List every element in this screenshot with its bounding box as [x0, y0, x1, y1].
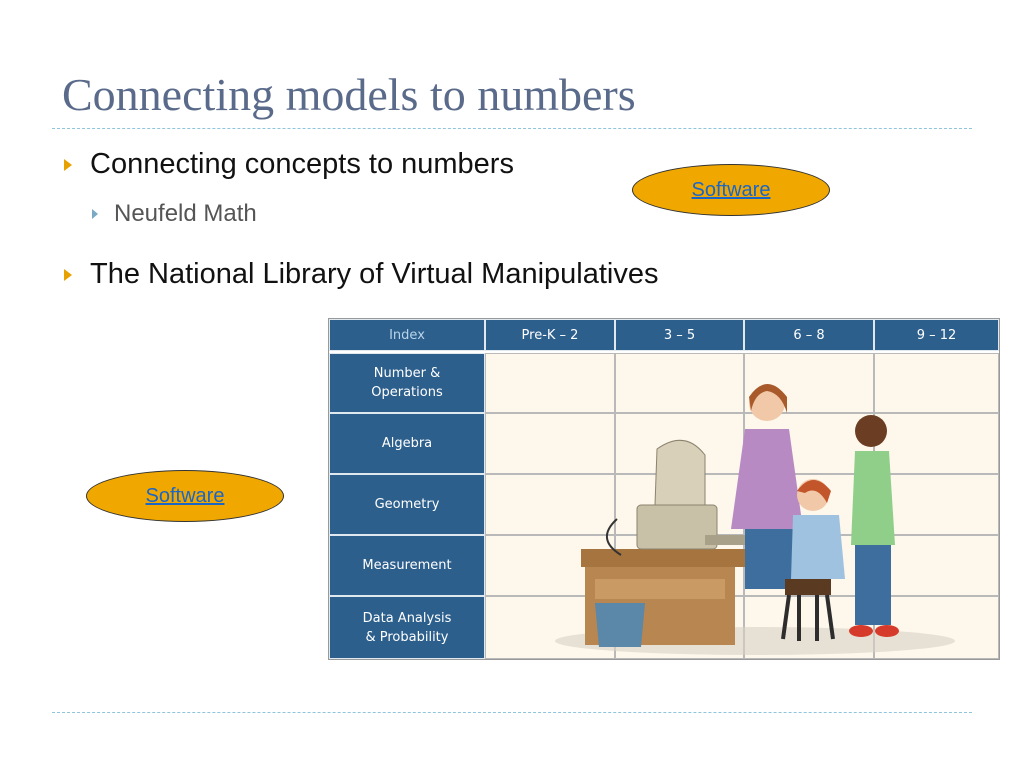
- stool-seat: [785, 579, 831, 595]
- teacher-body: [731, 429, 803, 529]
- grid-header-index[interactable]: Index: [329, 319, 485, 351]
- grid-cell[interactable]: [874, 474, 999, 535]
- grid-cell[interactable]: [874, 413, 999, 474]
- student-standing-head: [855, 415, 887, 447]
- grid-row-geometry[interactable]: Geometry: [329, 474, 485, 535]
- bullet-text: The National Library of Virtual Manipula…: [90, 258, 659, 290]
- subbullet-arrow-icon: [92, 209, 98, 219]
- shoe-right: [875, 625, 899, 637]
- software-link-oval-left[interactable]: Software: [86, 470, 284, 522]
- bullet-text: Connecting concepts to numbers: [90, 148, 514, 180]
- bullet-connecting-concepts: Connecting concepts to numbers: [64, 148, 514, 181]
- student-standing-jeans: [855, 545, 891, 625]
- student-seated-hair: [797, 480, 831, 503]
- teacher-hair: [749, 384, 787, 413]
- desk-drawer: [595, 579, 725, 599]
- grid-cell[interactable]: [874, 535, 999, 596]
- trash-can: [595, 603, 645, 647]
- slide-title: Connecting models to numbers: [62, 69, 636, 120]
- software-link-top[interactable]: Software: [691, 178, 771, 201]
- subbullet-neufeld-math: Neufeld Math: [92, 200, 257, 228]
- grid-row-data-analysis[interactable]: Data Analysis & Probability: [329, 596, 485, 659]
- desk-top: [581, 549, 777, 567]
- top-divider: [52, 128, 972, 129]
- grid-header-row: Index Pre-K – 2 3 – 5 6 – 8 9 – 12: [329, 319, 999, 353]
- grid-row-number-operations[interactable]: Number & Operations: [329, 353, 485, 413]
- grid-row-measurement[interactable]: Measurement: [329, 535, 485, 596]
- grid-cell[interactable]: [615, 353, 744, 413]
- software-link-oval-top[interactable]: Software: [632, 164, 830, 216]
- keyboard: [705, 535, 753, 545]
- student-standing-shirt: [851, 451, 895, 545]
- manipulatives-grid: Index Pre-K – 2 3 – 5 6 – 8 9 – 12 Numbe…: [328, 318, 1000, 660]
- cable: [606, 518, 622, 556]
- software-link-left[interactable]: Software: [145, 484, 225, 507]
- classroom-illustration: [555, 384, 955, 655]
- grid-cell[interactable]: [485, 413, 615, 474]
- bullet-national-library: The National Library of Virtual Manipula…: [64, 258, 658, 291]
- grid-cell[interactable]: [485, 474, 615, 535]
- student-seated-shirt: [791, 515, 845, 579]
- grid-cell[interactable]: [485, 353, 615, 413]
- grid-header-3-5[interactable]: 3 – 5: [615, 319, 744, 351]
- bullet-arrow-icon: [64, 158, 72, 171]
- bullet-arrow-icon: [64, 268, 72, 281]
- subbullet-text: Neufeld Math: [114, 200, 257, 227]
- shoe-left: [849, 625, 873, 637]
- stool-legs: [781, 594, 835, 641]
- grid-cell[interactable]: [874, 353, 999, 413]
- grid-header-prek2[interactable]: Pre-K – 2: [485, 319, 615, 351]
- computer-monitor: [654, 439, 706, 506]
- grid-row-algebra[interactable]: Algebra: [329, 413, 485, 474]
- grid-header-6-8[interactable]: 6 – 8: [744, 319, 874, 351]
- bottom-divider: [52, 712, 972, 713]
- grid-header-9-12[interactable]: 9 – 12: [874, 319, 999, 351]
